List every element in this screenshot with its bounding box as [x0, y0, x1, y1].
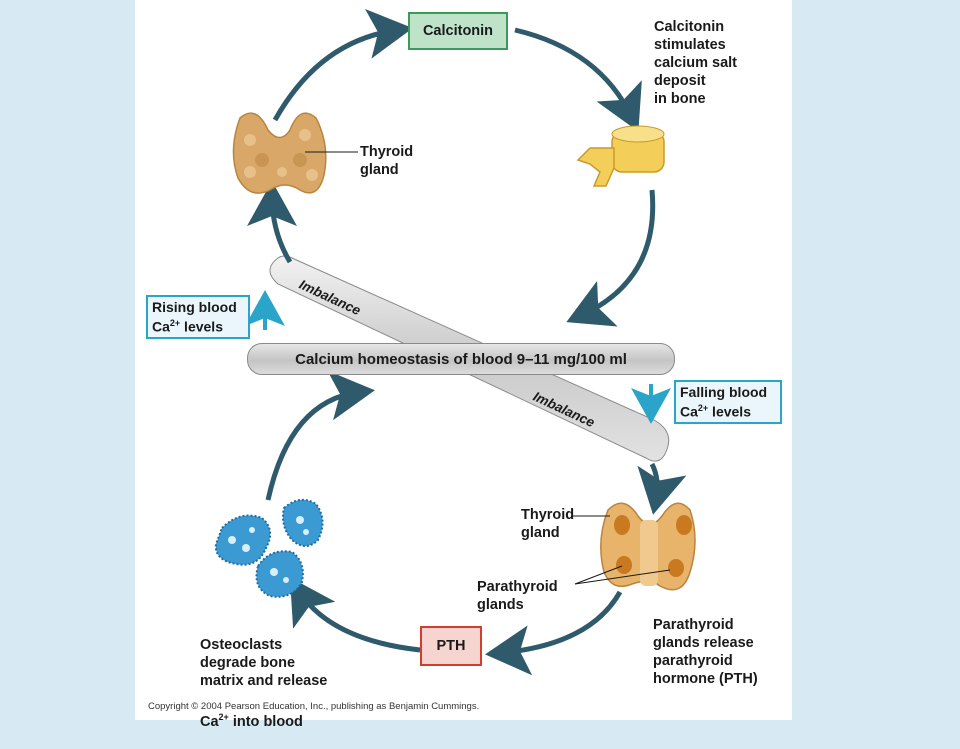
- osteoclasts-label: Osteoclasts degrade bone matrix and rele…: [200, 618, 327, 749]
- falling-line1: Falling blood: [680, 384, 768, 400]
- arrow-osteoclasts-to-homeostasis: [265, 370, 375, 501]
- arrow-thyroid-to-calcitonin: [272, 9, 413, 122]
- falling-line2: Ca2+ levels: [680, 403, 751, 420]
- parathyroid-pointer-1: [574, 565, 623, 585]
- arrow-bone-to-homeostasis: [566, 189, 656, 327]
- parathyroid-pointer-2: [574, 569, 671, 585]
- copyright-notice: Copyright © 2004 Pearson Education, Inc.…: [148, 701, 480, 712]
- osteoclasts-text: Osteoclasts degrade bone matrix and rele…: [200, 637, 328, 689]
- thyroid-gland-top-image: [232, 112, 327, 194]
- arrow-calcitonin-to-bone: [514, 27, 642, 132]
- rising-line2: Ca2+ levels: [152, 318, 223, 335]
- parathyroid-glands-label: Parathyroid glands: [477, 579, 558, 613]
- arrow-imbalance-to-parathyroid: [637, 462, 687, 515]
- homeostasis-bar: Calcium homeostasis of blood 9–11 mg/100…: [247, 343, 675, 375]
- calcitonin-box: Calcitonin: [408, 12, 508, 50]
- pth-box: PTH: [420, 626, 482, 666]
- arrow-pth-to-osteoclasts: [289, 577, 421, 653]
- osteoclasts-image: [214, 498, 324, 598]
- arrow-parathyroid-to-pth: [485, 590, 623, 676]
- bone-image: [576, 125, 665, 187]
- pth-release-label: Parathyroid glands release parathyroid h…: [653, 617, 758, 687]
- rising-calcium-box: Rising blood Ca2+ levels: [146, 295, 250, 339]
- arrow-imbalance-to-thyroid: [247, 181, 298, 264]
- parathyroid-gland-image: [600, 502, 696, 591]
- calcitonin-effect-label: Calcitonin stimulates calcium salt depos…: [654, 19, 738, 107]
- thyroid-gland-top-label: Thyroid gland: [360, 144, 414, 178]
- rising-line1: Rising blood: [152, 299, 237, 315]
- thyroid-gland-bottom-label: Thyroid gland: [521, 507, 575, 541]
- falling-calcium-box: Falling blood Ca2+ levels: [674, 380, 782, 424]
